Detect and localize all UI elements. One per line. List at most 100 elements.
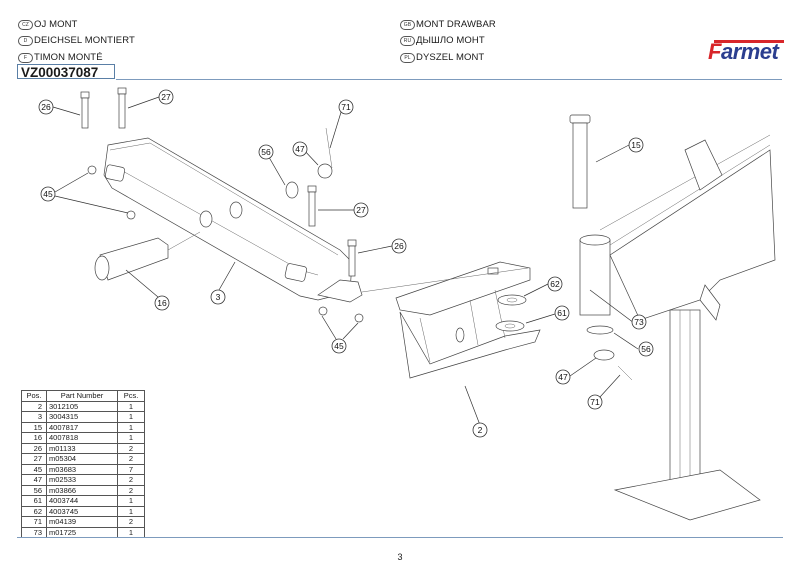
- callout-56-bottom: 56: [638, 341, 654, 357]
- svg-text:16: 16: [157, 298, 167, 308]
- lang-badge-ru: RU: [400, 35, 415, 46]
- callout-26-left: 26: [38, 99, 54, 115]
- callout-3: 3: [210, 289, 226, 305]
- pos-cell: 2: [21, 400, 47, 412]
- lang-badge-pl: PL: [400, 52, 415, 63]
- callout-73: 73: [631, 314, 647, 330]
- pin-part-16: [94, 231, 201, 281]
- part-number-cell: 4007817: [46, 421, 118, 433]
- pcs-cell: 7: [117, 463, 145, 475]
- title-text-ru: ДЫШЛО МОНТ: [416, 35, 485, 46]
- part-number-cell: m04139: [46, 516, 118, 528]
- title-text-gb: MONT DRAWBAR: [416, 19, 496, 30]
- pcs-cell: 1: [117, 526, 145, 538]
- pos-cell: 27: [21, 453, 47, 465]
- pos-cell: 73: [21, 526, 47, 538]
- pos-cell: 45: [21, 463, 47, 475]
- part-number-cell: m03683: [46, 463, 118, 475]
- callout-15: 15: [628, 137, 644, 153]
- part-number-cell: 3004315: [46, 411, 118, 423]
- pos-cell: 3: [21, 411, 47, 423]
- drawbar-part-3: [103, 137, 363, 303]
- part-number-cell: 3012105: [46, 400, 118, 412]
- part-number-cell: m02533: [46, 474, 118, 486]
- svg-text:26: 26: [41, 102, 51, 112]
- svg-text:45: 45: [43, 189, 53, 199]
- col-part-number: Part Number: [46, 390, 118, 402]
- bolts-left: [80, 87, 136, 220]
- frame-and-stand: [599, 134, 776, 521]
- pos-cell: 16: [21, 432, 47, 444]
- callout-27-right: 27: [353, 202, 369, 218]
- bolts-right: [285, 127, 364, 323]
- title-text-f: TIMON MONTÉ: [34, 52, 103, 63]
- svg-text:26: 26: [394, 241, 404, 251]
- svg-text:3: 3: [216, 292, 221, 302]
- svg-text:2: 2: [478, 425, 483, 435]
- callout-71-top: 71: [338, 99, 354, 115]
- farmet-logo: Farmet: [708, 40, 784, 64]
- lang-badge-f: F: [18, 52, 33, 63]
- header-rule: [116, 79, 782, 80]
- pcs-cell: 2: [117, 474, 145, 486]
- title-d: D DEICHSEL MONTIERT: [18, 35, 135, 46]
- callout-61: 61: [554, 305, 570, 321]
- logo-bar: [714, 40, 784, 43]
- svg-text:71: 71: [590, 397, 600, 407]
- svg-text:62: 62: [550, 279, 560, 289]
- pcs-cell: 2: [117, 453, 145, 465]
- callout-27-left: 27: [158, 89, 174, 105]
- pos-cell: 47: [21, 474, 47, 486]
- pos-cell: 15: [21, 421, 47, 433]
- pcs-cell: 1: [117, 400, 145, 412]
- svg-text:15: 15: [631, 140, 641, 150]
- callout-26-right: 26: [391, 238, 407, 254]
- svg-text:47: 47: [558, 372, 568, 382]
- title-gb: GB MONT DRAWBAR: [400, 19, 496, 30]
- part-number-cell: m01725: [46, 526, 118, 538]
- pos-cell: 61: [21, 495, 47, 507]
- page-number: 3: [397, 552, 403, 562]
- callout-45-left: 45: [40, 186, 56, 202]
- part-number-cell: 4007818: [46, 432, 118, 444]
- part-number-cell: m03866: [46, 484, 118, 496]
- title-f: F TIMON MONTÉ: [18, 52, 103, 63]
- bracket-part-2: [361, 261, 541, 379]
- part-number-cell: 4003744: [46, 495, 118, 507]
- pcs-cell: 2: [117, 516, 145, 528]
- callout-2: 2: [472, 422, 488, 438]
- col-pcs: Pcs.: [117, 390, 145, 402]
- title-text-cz: OJ MONT: [34, 19, 78, 30]
- callout-71-bottom: 71: [587, 394, 603, 410]
- pos-cell: 56: [21, 484, 47, 496]
- pcs-cell: 1: [117, 495, 145, 507]
- callout-62: 62: [547, 276, 563, 292]
- pos-cell: 62: [21, 505, 47, 517]
- drawing-code: VZ00037087: [17, 64, 115, 80]
- callout-45-right: 45: [331, 338, 347, 354]
- col-pos: Pos.: [21, 390, 47, 402]
- svg-text:71: 71: [341, 102, 351, 112]
- pcs-cell: 1: [117, 421, 145, 433]
- svg-text:45: 45: [334, 341, 344, 351]
- pcs-cell: 1: [117, 432, 145, 444]
- title-cz: CZ OJ MONT: [18, 19, 77, 30]
- part-number-cell: m01133: [46, 442, 118, 454]
- lang-badge-d: D: [18, 35, 33, 46]
- title-text-d: DEICHSEL MONTIERT: [34, 35, 135, 46]
- pcs-cell: 1: [117, 411, 145, 423]
- footer-rule: [17, 537, 783, 538]
- pcs-cell: 2: [117, 442, 145, 454]
- pcs-cell: 2: [117, 484, 145, 496]
